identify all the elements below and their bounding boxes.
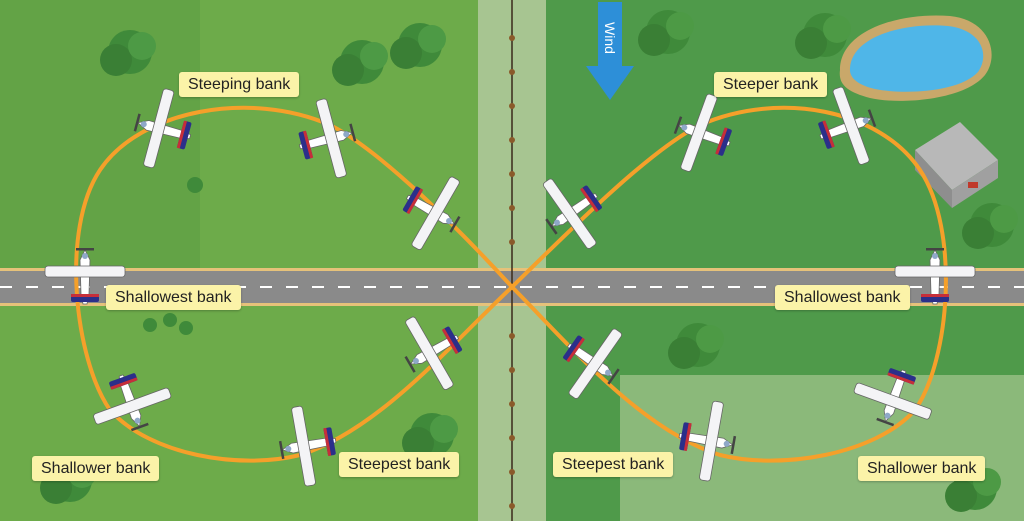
label-steeping-bank: Steeping bank — [179, 72, 300, 97]
label-steepest-bank-right: Steepest bank — [553, 452, 674, 477]
label-shallowest-bank-right: Shallowest bank — [775, 285, 910, 310]
label-steepest-bank-left: Steepest bank — [339, 452, 460, 477]
label-shallower-bank-right: Shallower bank — [858, 456, 986, 481]
wind-arrow-icon — [586, 2, 634, 100]
label-shallower-bank-left: Shallower bank — [32, 456, 160, 481]
pond-icon — [839, 15, 992, 101]
wind-label: Wind — [602, 22, 618, 54]
label-steeper-bank: Steeper bank — [714, 72, 828, 97]
label-shallowest-bank-left: Shallowest bank — [106, 285, 241, 310]
tree-icon — [40, 10, 1018, 512]
house-icon — [915, 122, 998, 208]
